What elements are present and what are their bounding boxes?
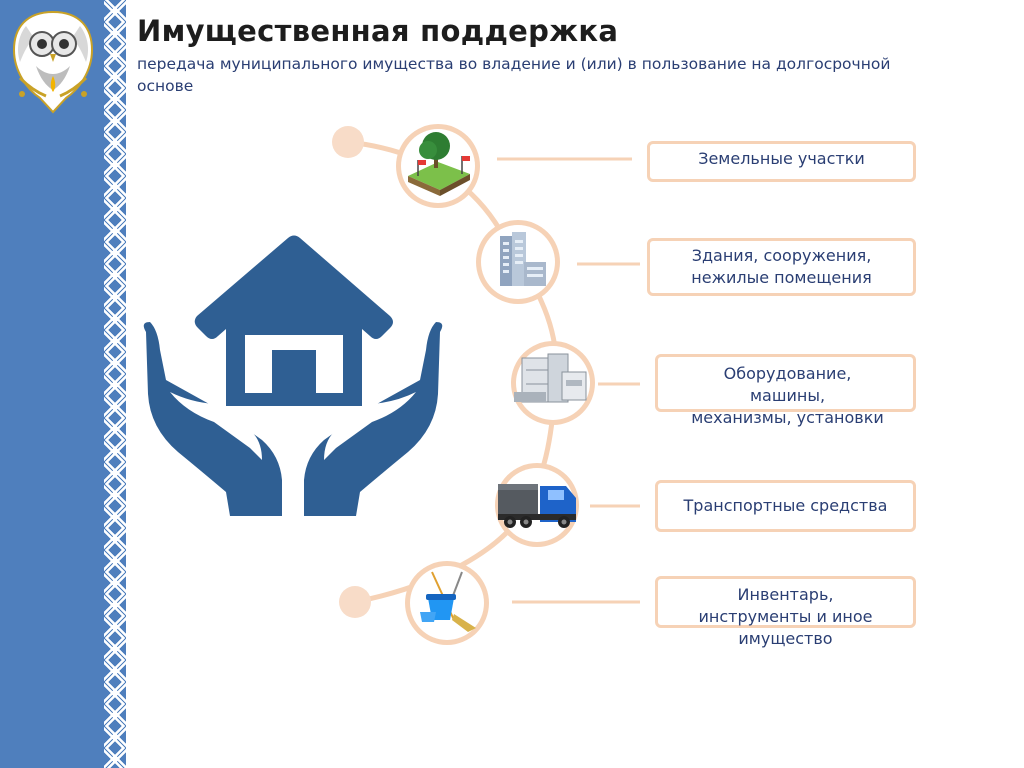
ornament-border bbox=[104, 0, 126, 768]
label-buildings: Здания, сооружения, нежилые помещения bbox=[647, 245, 916, 289]
curve-start-dot bbox=[332, 126, 364, 158]
ornament-line bbox=[126, 0, 128, 768]
page-title: Имущественная поддержка bbox=[137, 14, 619, 48]
label-land-plots: Земельные участки bbox=[647, 148, 916, 170]
label-box-3 bbox=[655, 354, 916, 412]
label-box-2 bbox=[647, 238, 916, 296]
owl-emblem-icon bbox=[12, 10, 94, 114]
label-box-4 bbox=[655, 480, 916, 532]
label-line: инструменты и иное bbox=[698, 607, 873, 626]
label-line: Транспортные средства bbox=[683, 496, 888, 515]
label-box-5 bbox=[655, 576, 916, 628]
equipment-icon bbox=[511, 341, 595, 425]
label-line: имущество bbox=[738, 629, 833, 648]
label-transport: Транспортные средства bbox=[655, 495, 916, 517]
label-equipment: Оборудование, машины, механизмы, установ… bbox=[655, 363, 920, 429]
label-line: Земельные участки bbox=[698, 149, 865, 168]
house-in-hands-icon bbox=[143, 235, 443, 516]
truck-icon bbox=[495, 463, 579, 547]
label-line: Здания, сооружения, bbox=[691, 246, 872, 265]
label-line: Оборудование, bbox=[723, 364, 852, 383]
label-box-1 bbox=[647, 141, 916, 182]
label-line: машины, bbox=[749, 386, 826, 405]
page-subtitle: передача муниципального имущества во вла… bbox=[137, 55, 891, 95]
land-plot-icon bbox=[396, 124, 480, 208]
label-inventory: Инвентарь, инструменты и иное имущество bbox=[655, 584, 916, 650]
label-line: механизмы, установки bbox=[691, 408, 884, 427]
building-icon bbox=[476, 220, 560, 304]
left-sidebar bbox=[0, 0, 104, 768]
inventory-icon bbox=[405, 561, 489, 645]
curve-end-dot bbox=[339, 586, 371, 618]
label-line: Инвентарь, bbox=[737, 585, 834, 604]
label-line: нежилые помещения bbox=[691, 268, 872, 287]
